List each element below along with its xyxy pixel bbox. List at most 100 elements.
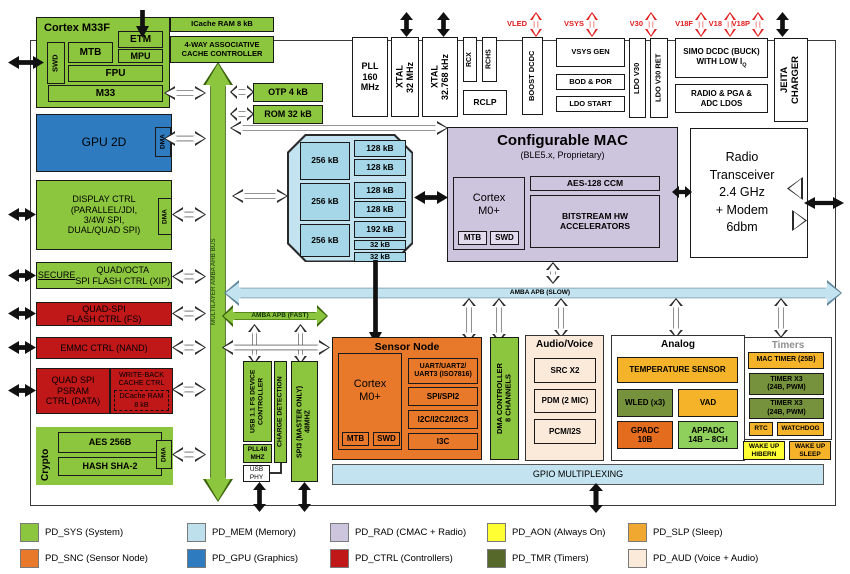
arrow-gpio-pins: [589, 483, 603, 513]
arrow-secure-ahb: [172, 269, 206, 284]
arrow-crypto-ahb: [172, 447, 206, 462]
simo-line2: WITH LOW IQ: [696, 57, 746, 69]
arrow-spi3-pins: [298, 482, 311, 512]
arrow-display-ahb: [172, 207, 206, 222]
analog-wled: WLED (x3): [617, 389, 673, 417]
arrow-usbphy-pins: [253, 482, 266, 512]
legend-swatch-pd-slp: [628, 523, 647, 542]
simo-subscript: Q: [742, 62, 747, 69]
analog-gpadc: GPADC 10B: [617, 421, 673, 449]
block-pll48: PLL48 MHZ: [243, 444, 272, 463]
sram-128k-1: 128 kB: [354, 140, 406, 157]
arrow-swd-pins: [8, 56, 44, 69]
block-dma-controller: DMA CONTROLLER 8 CHANNELS: [490, 337, 519, 460]
cortex-m33f-title: Cortex M33F: [44, 22, 111, 34]
block-wakeup-hibern: WAKE UP HIBERN: [743, 441, 785, 460]
legend-swatch-pd-rad: [330, 523, 349, 542]
sensor-node-title: Sensor Node: [374, 341, 440, 353]
legend-label-pd-sys: PD_SYS (System): [45, 527, 124, 538]
arrow-sram-mac: [414, 191, 448, 204]
block-charge-detection: CHARGE DETECTION: [274, 361, 287, 463]
chip-m33: M33: [48, 85, 163, 102]
rail-vled-label: VLED: [506, 19, 527, 28]
rail-vsys-arrow: [586, 12, 598, 37]
arrow-quadspi-ahb: [172, 306, 206, 321]
crypto-sha: HASH SHA-2: [58, 457, 162, 476]
block-emmc-ctrl: EMMC CTRL (NAND): [36, 337, 172, 359]
block-spi3: SPI3 (MASTER ONLY) 48MHZ: [291, 361, 318, 482]
sram-256k-2: 256 kB: [300, 183, 350, 221]
block-usb-phy: USB PHY: [243, 465, 270, 482]
rail-v18-arrow: [724, 12, 736, 37]
crypto-title: Crypto: [40, 448, 51, 481]
arrow-display-pins: [8, 208, 36, 221]
snc-i2c: I2C/I2C2/I2C3: [408, 410, 478, 429]
arrow-radio-pins: [804, 197, 844, 209]
timer-mac: MAC TIMER (25B): [748, 352, 824, 369]
mac-aes-ccm: AES-128 CCM: [530, 176, 660, 191]
arrow-psram-pins: [8, 384, 36, 397]
mac-bitstream: BITSTREAM HW ACCELERATORS: [530, 195, 660, 248]
gpu-dma: DMA: [155, 127, 171, 157]
block-ldo-start: LDO START: [556, 96, 625, 112]
legend-label-pd-rad: PD_RAD (CMAC + Radio): [355, 527, 467, 538]
chip-swd: SWD: [47, 42, 65, 84]
arrow-top-xtal32k: [437, 12, 450, 37]
timer-watchdog: WATCHDOG: [777, 422, 824, 436]
legend-swatch-pd-aon: [487, 523, 506, 542]
display-dma: DMA: [158, 198, 172, 235]
arrow-emmc-pins: [8, 341, 36, 354]
simo-line2-text: WITH LOW I: [696, 56, 743, 66]
block-bod-por: BOD & POR: [556, 74, 625, 90]
chip-mtb: MTB: [68, 42, 113, 63]
analog-vad: VAD: [678, 389, 738, 417]
block-rclp: RCLP: [463, 90, 507, 115]
snc-uart: UART/UART2/ UART3 (ISO7816): [408, 358, 478, 384]
sram-128k-4: 128 kB: [354, 201, 406, 218]
block-usb-controller: USB 1.1 FS DEVICE CONTROLLER: [243, 361, 272, 442]
mac-swd: SWD: [490, 231, 519, 245]
icache-ram: ICache RAM 8 kB: [170, 17, 274, 32]
snc-spi: SPI/SPI2: [408, 387, 478, 406]
legend-label-pd-tmr: PD_TMR (Timers): [512, 553, 589, 564]
arrow-secure-pins: [8, 269, 36, 282]
sram-256k-3: 256 kB: [300, 224, 350, 257]
block-boost-dcdc: BOOST DCDC: [522, 37, 543, 115]
rail-v18f-arrow: [695, 12, 707, 37]
audio-pdm: PDM (2 MIC): [534, 389, 596, 413]
analog-temp-sensor: TEMPERATURE SENSOR: [617, 357, 738, 383]
sram-32k-2: 32 kB: [354, 252, 406, 262]
arrow-top-xtal32: [400, 12, 413, 37]
arrow-gpu-ahb: [164, 131, 206, 146]
sram-256k-1: 256 kB: [300, 142, 350, 180]
rail-v30-arrow: [645, 12, 657, 37]
arrow-top-jeita: [776, 12, 789, 37]
mac-mtb: MTB: [458, 231, 487, 245]
arrow-ahb-otp: [230, 85, 254, 99]
block-gpio-multiplexing: GPIO MULTIPLEXING: [332, 464, 824, 485]
block-secure-flash-ctrl: SECURE QUAD/OCTA SPI FLASH CTRL (XIP): [36, 262, 172, 289]
rail-v18p-label: V18P: [731, 19, 750, 28]
legend-swatch-pd-tmr: [487, 549, 506, 568]
arrow-mac-radio: [672, 186, 692, 198]
legend-swatch-pd-ctrl: [330, 549, 349, 568]
arrow-emmc-ahb: [172, 340, 206, 355]
block-xtal-32768: XTAL 32.768 kHz: [422, 37, 458, 117]
audio-voice-title: Audio/Voice: [535, 339, 594, 350]
legend-label-pd-ctrl: PD_CTRL (Controllers): [355, 553, 453, 564]
snc-cortex-m0-label: Cortex M0+: [353, 378, 387, 403]
secure-underlined: SECURE: [37, 270, 76, 281]
apb-fast-label: AMBA APB (FAST): [251, 312, 309, 319]
legend-swatch-pd-gpu: [187, 549, 206, 568]
rail-v18p-arrow: [752, 12, 764, 37]
arrow-mac-apbslow: [546, 262, 560, 284]
arrow-m33-ahb: [164, 86, 206, 100]
legend-label-pd-aon: PD_AON (Always On): [512, 527, 606, 538]
rail-vled-arrow: [530, 12, 542, 37]
arrow-quadspi-pins: [8, 307, 36, 320]
audio-pcm: PCM/I2S: [534, 419, 596, 444]
block-jeita-charger: JEITA CHARGER: [774, 38, 808, 122]
timers-title: Timers: [771, 340, 805, 351]
chip-fpu: FPU: [68, 65, 163, 82]
